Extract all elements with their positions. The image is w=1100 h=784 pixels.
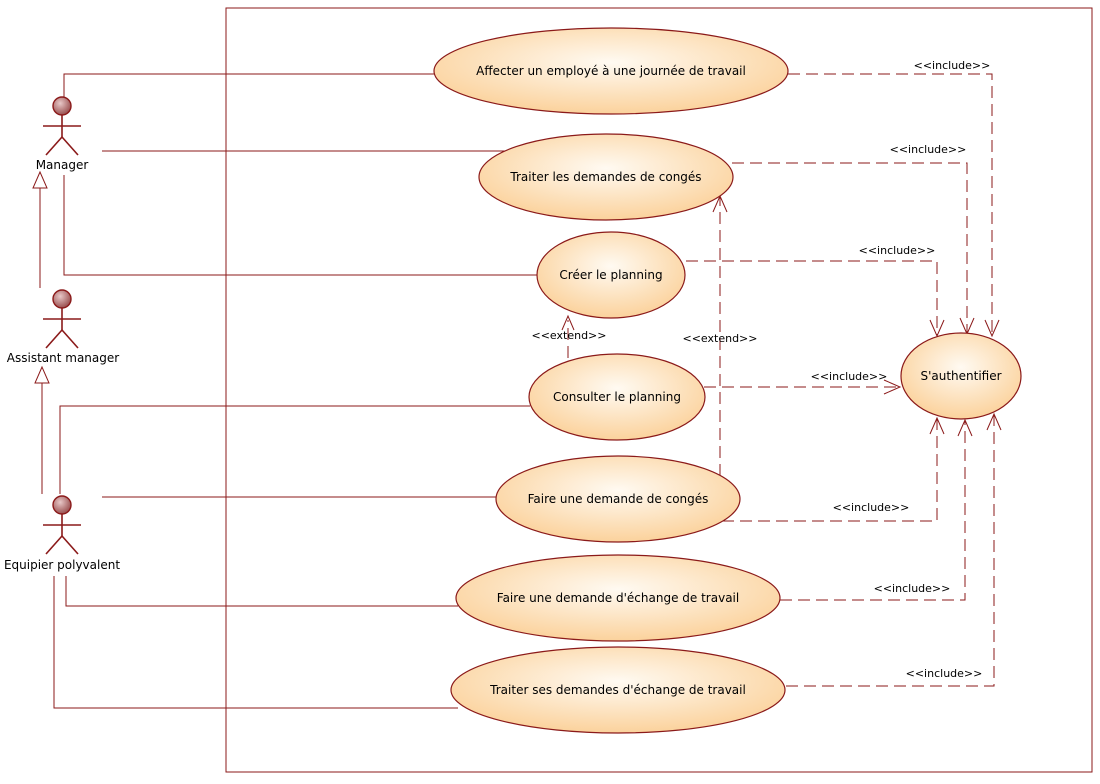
- usecase-authentifier-label: S'authentifier: [920, 369, 1001, 383]
- usecase-consulter-planning[interactable]: Consulter le planning: [528, 353, 706, 441]
- include-label-traiter-conges: <<include>>: [890, 143, 967, 156]
- extend-label-faire-conges: <<extend>>: [683, 332, 758, 345]
- usecase-faire-conges[interactable]: Faire une demande de congés: [495, 455, 741, 543]
- usecase-creer-planning[interactable]: Créer le planning: [536, 231, 686, 319]
- include-traiter-echange: [786, 412, 1002, 687]
- actor-equipier-polyvalent[interactable]: Equipier polyvalent: [4, 495, 120, 572]
- usecase-consulter-planning-label: Consulter le planning: [553, 390, 681, 404]
- include-affecter: [788, 73, 1000, 338]
- actor-manager-head: [52, 96, 72, 116]
- assoc-equipier-consulter: [59, 405, 530, 494]
- actor-equipier-label: Equipier polyvalent: [4, 558, 120, 572]
- usecase-faire-echange[interactable]: Faire une demande d'échange de travail: [455, 554, 781, 642]
- actor-equipier-head: [52, 495, 72, 515]
- usecase-faire-echange-label: Faire une demande d'échange de travail: [497, 591, 739, 605]
- usecase-authentifier[interactable]: S'authentifier: [900, 332, 1022, 420]
- include-label-creer-planning: <<include>>: [859, 244, 936, 257]
- include-label-traiter-echange: <<include>>: [906, 667, 983, 680]
- actor-manager[interactable]: Manager: [36, 96, 89, 172]
- assoc-equipier-traiter-echange: [53, 576, 458, 709]
- extend-label-consulter: <<extend>>: [532, 329, 607, 342]
- actor-assistant-head: [52, 289, 72, 309]
- include-creer-planning: [686, 260, 945, 338]
- usecase-faire-conges-label: Faire une demande de congés: [528, 492, 709, 506]
- assoc-manager-creer-planning: [63, 175, 538, 276]
- include-consulter: [704, 379, 902, 395]
- include-traiter-conges: [732, 162, 975, 336]
- include-label-consulter: <<include>>: [811, 370, 888, 383]
- usecase-affecter-label: Affecter un employé à une journée de tra…: [476, 64, 746, 78]
- generalization-assistant-manager: [32, 170, 48, 288]
- include-faire-conges: [722, 416, 945, 522]
- usecase-affecter[interactable]: Affecter un employé à une journée de tra…: [433, 27, 789, 115]
- usecase-creer-planning-label: Créer le planning: [559, 268, 662, 282]
- usecase-traiter-echange[interactable]: Traiter ses demandes d'échange de travai…: [450, 646, 786, 734]
- include-label-faire-conges: <<include>>: [833, 501, 910, 514]
- usecase-traiter-conges-label: Traiter les demandes de congés: [509, 170, 701, 184]
- actor-manager-label: Manager: [36, 158, 89, 172]
- include-label-affecter: <<include>>: [914, 59, 991, 72]
- include-faire-echange: [780, 418, 973, 601]
- actor-assistant-label: Assistant manager: [7, 351, 119, 365]
- assoc-manager-affecter: [63, 73, 434, 97]
- assoc-equipier-faire-echange: [65, 576, 458, 607]
- include-label-faire-echange: <<include>>: [874, 582, 951, 595]
- usecase-traiter-conges[interactable]: Traiter les demandes de congés: [478, 133, 734, 221]
- usecase-traiter-echange-label: Traiter ses demandes d'échange de travai…: [489, 683, 746, 697]
- generalization-equipier-assistant: [34, 365, 50, 494]
- extend-consulter-creer: [561, 314, 575, 358]
- system-boundary: [225, 7, 1093, 773]
- actor-assistant-manager[interactable]: Assistant manager: [7, 289, 119, 365]
